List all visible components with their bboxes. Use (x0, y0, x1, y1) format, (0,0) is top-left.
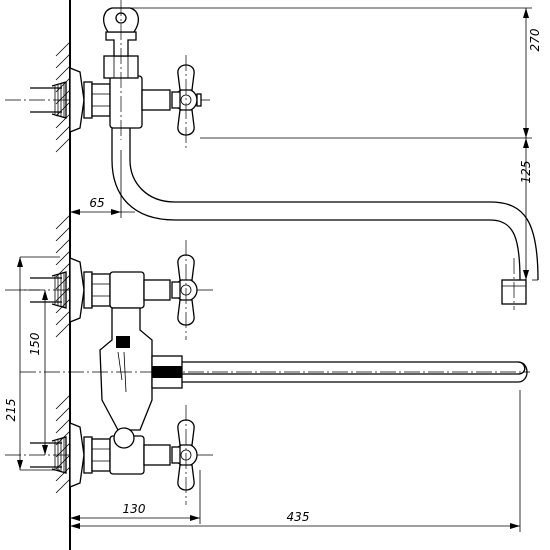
top-valve-body (109, 75, 143, 129)
top-valve-stem (141, 89, 171, 111)
diverter-knob (116, 336, 130, 348)
wall-hatching-middle (55, 214, 71, 338)
top-nut (91, 83, 111, 117)
top-nut-ring (83, 81, 93, 119)
top-valve (5, 0, 210, 150)
dim-150-label: 150 (28, 332, 42, 355)
bottom-escutcheon (69, 422, 85, 488)
dim-215-label: 215 (4, 399, 18, 422)
middle-nut (91, 273, 111, 307)
top-pipe (30, 87, 62, 113)
top-handle-arm-up (177, 64, 195, 91)
top-thread-lines (54, 83, 65, 117)
dim-130-label: 130 (123, 502, 146, 516)
bottom-valve (5, 405, 215, 505)
mixer-housing (99, 307, 153, 431)
middle-valve-body (109, 271, 145, 309)
top-thread (51, 81, 67, 119)
mixer-body (20, 307, 530, 431)
dim-65-label: 65 (89, 196, 104, 210)
spout-inner (129, 128, 539, 281)
dim-270-label: 270 (528, 28, 542, 51)
spout-outer (111, 128, 521, 281)
dim-435-label: 435 (287, 510, 310, 524)
middle-escutcheon (69, 257, 85, 323)
bottom-valve-knob (113, 427, 135, 449)
top-handle-collar (171, 91, 181, 109)
bath-spout (182, 361, 526, 375)
bottom-nut (91, 438, 111, 472)
top-escutcheon (69, 67, 85, 133)
wall-hatching-top (55, 41, 71, 153)
swivel-spout (111, 128, 539, 310)
dimensions: 270 125 65 150 215 130 435 (4, 7, 542, 532)
dim-125-label: 125 (519, 161, 533, 184)
